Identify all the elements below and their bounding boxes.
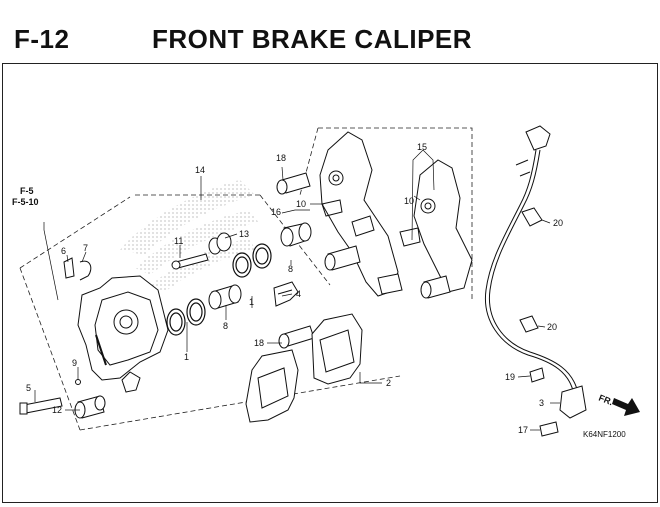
part-number-7: 7 (83, 243, 88, 253)
pad-spring (273, 281, 299, 307)
forward-direction-arrow (612, 398, 640, 416)
part-number-12: 12 (52, 405, 62, 415)
part-number-19: 19 (505, 372, 515, 382)
diagram-reference-code: K64NF1200 (583, 430, 626, 439)
pad-pin-and-plugs (63, 232, 232, 385)
part-number-20b: 20 (547, 322, 557, 332)
leader-lines (34, 149, 560, 431)
part-number-18a: 18 (276, 153, 286, 163)
part-number-10b: 10 (404, 196, 414, 206)
caliper-body (77, 275, 169, 393)
part-number-3: 3 (539, 398, 544, 408)
caliper-bolts (19, 172, 559, 437)
part-number-16: 16 (271, 207, 281, 217)
part-number-6: 6 (61, 246, 66, 256)
part-number-5: 5 (26, 383, 31, 393)
part-number-20a: 20 (553, 218, 563, 228)
reference-label-f5: F-5 (20, 186, 34, 196)
diagram-title: FRONT BRAKE CALIPER (152, 24, 473, 54)
part-number-8b: 8 (288, 264, 293, 274)
diagram-code-heading: F-12 (14, 24, 70, 54)
forward-direction-label: FR. (597, 393, 614, 408)
speed-sensor-assembly (484, 125, 587, 419)
part-number-10a: 10 (296, 199, 306, 209)
part-number-17: 17 (518, 425, 528, 435)
reference-label-f5-10: F-5-10 (12, 197, 39, 207)
part-number-1b: 1 (249, 297, 254, 307)
caliper-bracket (319, 131, 473, 299)
brake-pads (245, 313, 363, 423)
part-number-15: 15 (417, 142, 427, 152)
assembly-boundary-lines (19, 127, 473, 431)
part-number-14: 14 (195, 165, 205, 175)
part-number-9: 9 (72, 358, 77, 368)
part-number-2: 2 (386, 378, 391, 388)
part-number-8a: 8 (223, 321, 228, 331)
part-number-11: 11 (174, 236, 183, 246)
diagram-frame (2, 63, 658, 503)
part-number-1a: 1 (184, 352, 189, 362)
part-number-4: 4 (296, 289, 301, 299)
caliper-pistons (208, 222, 312, 310)
piston-seal-set (166, 243, 272, 336)
part-number-13: 13 (239, 229, 249, 239)
part-number-18b: 18 (254, 338, 264, 348)
brand-wing-watermark (120, 180, 258, 292)
